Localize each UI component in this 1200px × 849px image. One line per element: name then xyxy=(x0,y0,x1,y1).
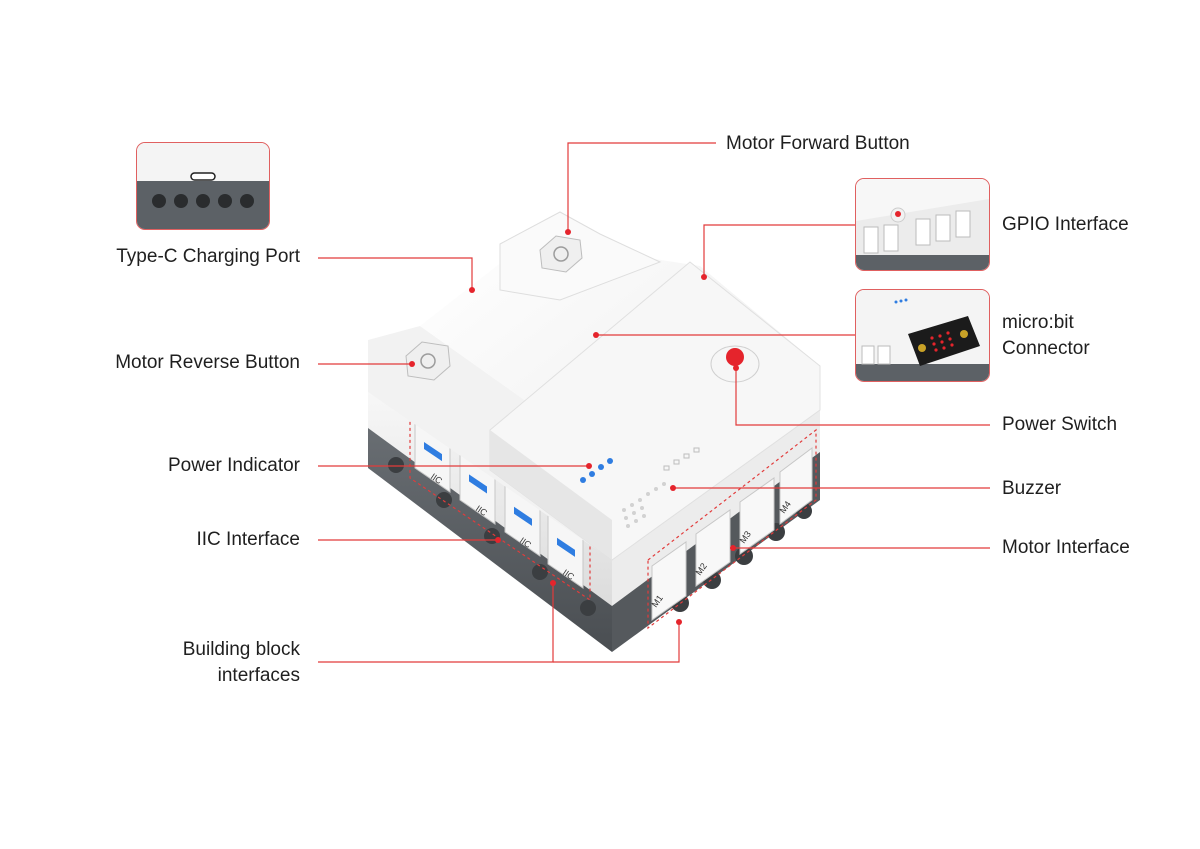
label-type-c-charging-port: Type-C Charging Port xyxy=(116,246,300,267)
label-microbit-line2: Connector xyxy=(1002,338,1090,359)
label-motor-forward-button: Motor Forward Button xyxy=(726,133,910,154)
label-motor-reverse-button: Motor Reverse Button xyxy=(115,352,300,373)
leader-lines xyxy=(318,142,990,663)
leader-dots xyxy=(409,229,739,625)
motor-forward-button-graphic xyxy=(539,235,583,273)
label-iic-interface: IIC Interface xyxy=(196,529,301,550)
microbit-inset xyxy=(855,289,990,382)
right-front-face xyxy=(612,410,820,630)
usb-c-port-icon xyxy=(190,172,216,181)
label-microbit-connector: micro:bit Connector xyxy=(1002,310,1090,362)
power-indicator-leds xyxy=(580,458,613,483)
motor-sockets xyxy=(651,447,813,621)
label-building-block-interfaces: Building block interfaces xyxy=(183,637,300,689)
label-power-switch: Power Switch xyxy=(1002,414,1118,435)
label-building-block-line1: Building block xyxy=(182,639,300,660)
motor-reverse-button-graphic xyxy=(405,341,451,381)
label-buzzer: Buzzer xyxy=(1002,478,1062,499)
label-building-block-line2: interfaces xyxy=(217,665,300,686)
label-motor-interface: Motor Interface xyxy=(1002,537,1130,558)
power-switch-graphic xyxy=(710,345,760,383)
label-microbit-line1: micro:bit xyxy=(1002,312,1074,333)
top-body xyxy=(368,211,821,561)
label-gpio-interface: GPIO Interface xyxy=(1002,214,1129,235)
label-power-indicator: Power Indicator xyxy=(167,455,300,476)
gpio-inset xyxy=(855,178,990,271)
type-c-inset xyxy=(136,142,270,230)
buzzer-grille xyxy=(622,482,666,528)
